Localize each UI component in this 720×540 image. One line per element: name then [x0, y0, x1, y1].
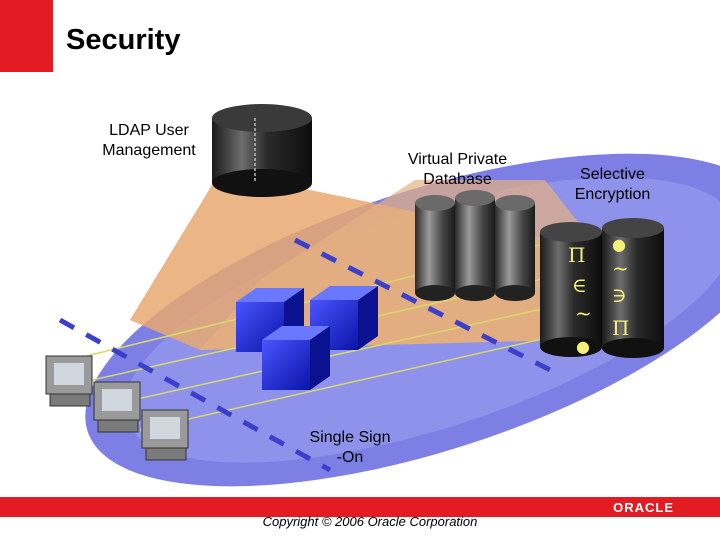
- encrypted-symbol: ●: [576, 337, 590, 356]
- encrypted-symbol: ∈: [572, 273, 587, 297]
- encrypted-symbol: ∋: [612, 283, 627, 307]
- encrypted-symbol: Π: [568, 243, 585, 267]
- page-title: Security: [66, 24, 181, 56]
- client-computer: [93, 381, 141, 433]
- sso-label: Single Sign -On: [309, 429, 391, 466]
- application-server-cube: [262, 326, 330, 390]
- ldap-label: LDAP User Management: [102, 122, 196, 159]
- vpd-label: Virtual Private Database: [407, 151, 508, 188]
- oracle-logo: ORACLE: [613, 500, 674, 515]
- copyright-text: Copyright © 2006 Oracle Corporation: [262, 514, 478, 529]
- client-computer: [45, 355, 93, 407]
- encrypted-symbol: ●: [612, 235, 626, 254]
- footer-bar: [0, 497, 720, 517]
- encrypted-symbols: Π ∈ ~ ∋ ~ Π ● ●: [568, 235, 629, 356]
- encrypted-symbol: ~: [612, 256, 629, 280]
- vpd-database-cylinders: [415, 190, 535, 301]
- encrypted-database-cylinders: [540, 218, 664, 358]
- dashed-boundary-lines: [58, 237, 562, 473]
- encrypted-symbol: Π: [612, 316, 629, 340]
- title-accent-block: [0, 0, 53, 72]
- encrypted-symbol: ~: [575, 301, 592, 325]
- encryption-label: Selective Encryption: [574, 166, 651, 203]
- client-computer: [141, 409, 189, 461]
- ldap-database-cylinder: [212, 104, 312, 197]
